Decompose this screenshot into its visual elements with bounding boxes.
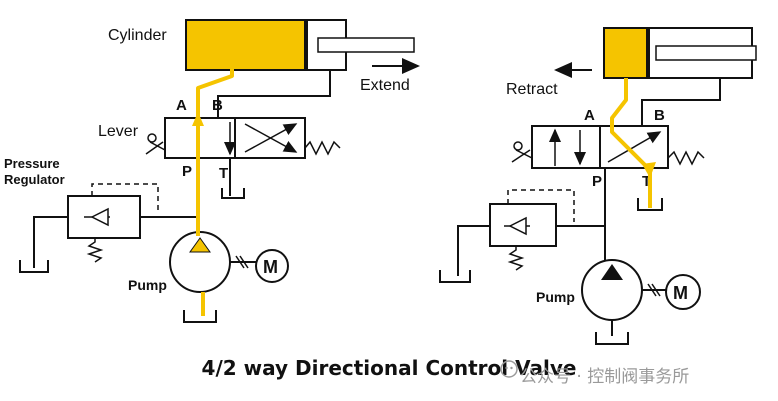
right-tank-regulator [439, 270, 471, 283]
left-port-p: P [182, 163, 192, 180]
right-motor-icon [665, 274, 701, 310]
right-pump-label: Pump [536, 289, 575, 305]
right-cylinder [603, 27, 757, 79]
right-b-line [641, 78, 721, 126]
left-regulator-spring [86, 238, 104, 263]
right-regulator-line-out [457, 225, 490, 276]
left-motor-icon [255, 249, 289, 283]
left-pump-label: Pump [128, 277, 167, 293]
extend-label: Extend [360, 77, 410, 94]
left-port-t: T [219, 165, 228, 182]
left-shaft-mark-1 [235, 255, 245, 269]
right-tank-pump [595, 332, 629, 345]
right-tank-t [637, 198, 663, 211]
left-cylinder [185, 19, 415, 71]
left-regulator-line-out [33, 216, 68, 268]
left-flow-arrowhead [192, 112, 204, 126]
right-flow-arrowhead [642, 162, 656, 178]
right-pump-triangle [601, 264, 623, 280]
left-valve-cross-2 [244, 123, 298, 153]
left-regulator-arrow [90, 207, 109, 227]
left-lever-label: Lever [98, 123, 139, 140]
left-motor-label: M [263, 257, 278, 277]
wechat-icon [500, 360, 518, 378]
left-b-line [217, 70, 331, 118]
right-lever-icon [511, 141, 533, 163]
left-tank-pump [183, 310, 217, 323]
left-shaft-mark-2 [239, 255, 249, 269]
left-port-a: A [176, 97, 187, 114]
regulator-label-2: Regulator [4, 172, 65, 187]
right-regulator-pilot [507, 189, 575, 222]
regulator-label-1: Pressure [4, 156, 60, 171]
right-shaft-mark-2 [651, 283, 661, 297]
right-valve-envelope-1 [531, 125, 601, 169]
left-valve-spring [304, 140, 341, 156]
right-shaft-mark-1 [647, 283, 657, 297]
right-valve-cross-1 [607, 131, 662, 163]
right-circuit: Retract A B P T [439, 27, 757, 345]
right-port-t: T [642, 173, 651, 190]
left-port-b: B [212, 97, 223, 114]
left-pump-triangle [189, 237, 211, 253]
left-tank-regulator [19, 260, 49, 273]
left-circuit: Cylinder Extend Lever A B P T [4, 19, 420, 323]
left-cylinder-label: Cylinder [108, 27, 167, 44]
right-regulator-arrow [508, 216, 527, 236]
left-regulator-pilot [91, 183, 159, 210]
left-flow-pressure [196, 68, 234, 236]
left-tank-t [221, 188, 245, 199]
retract-label: Retract [506, 81, 558, 98]
right-motor-label: M [673, 283, 688, 303]
right-port-p: P [592, 173, 602, 190]
right-regulator-spring [507, 246, 525, 271]
right-port-b: B [654, 107, 665, 124]
right-port-a: A [584, 107, 595, 124]
watermark-text: 公众号 · 控制阀事务所 [520, 367, 690, 387]
right-valve-spring [667, 150, 705, 166]
left-lever-icon [145, 133, 166, 155]
